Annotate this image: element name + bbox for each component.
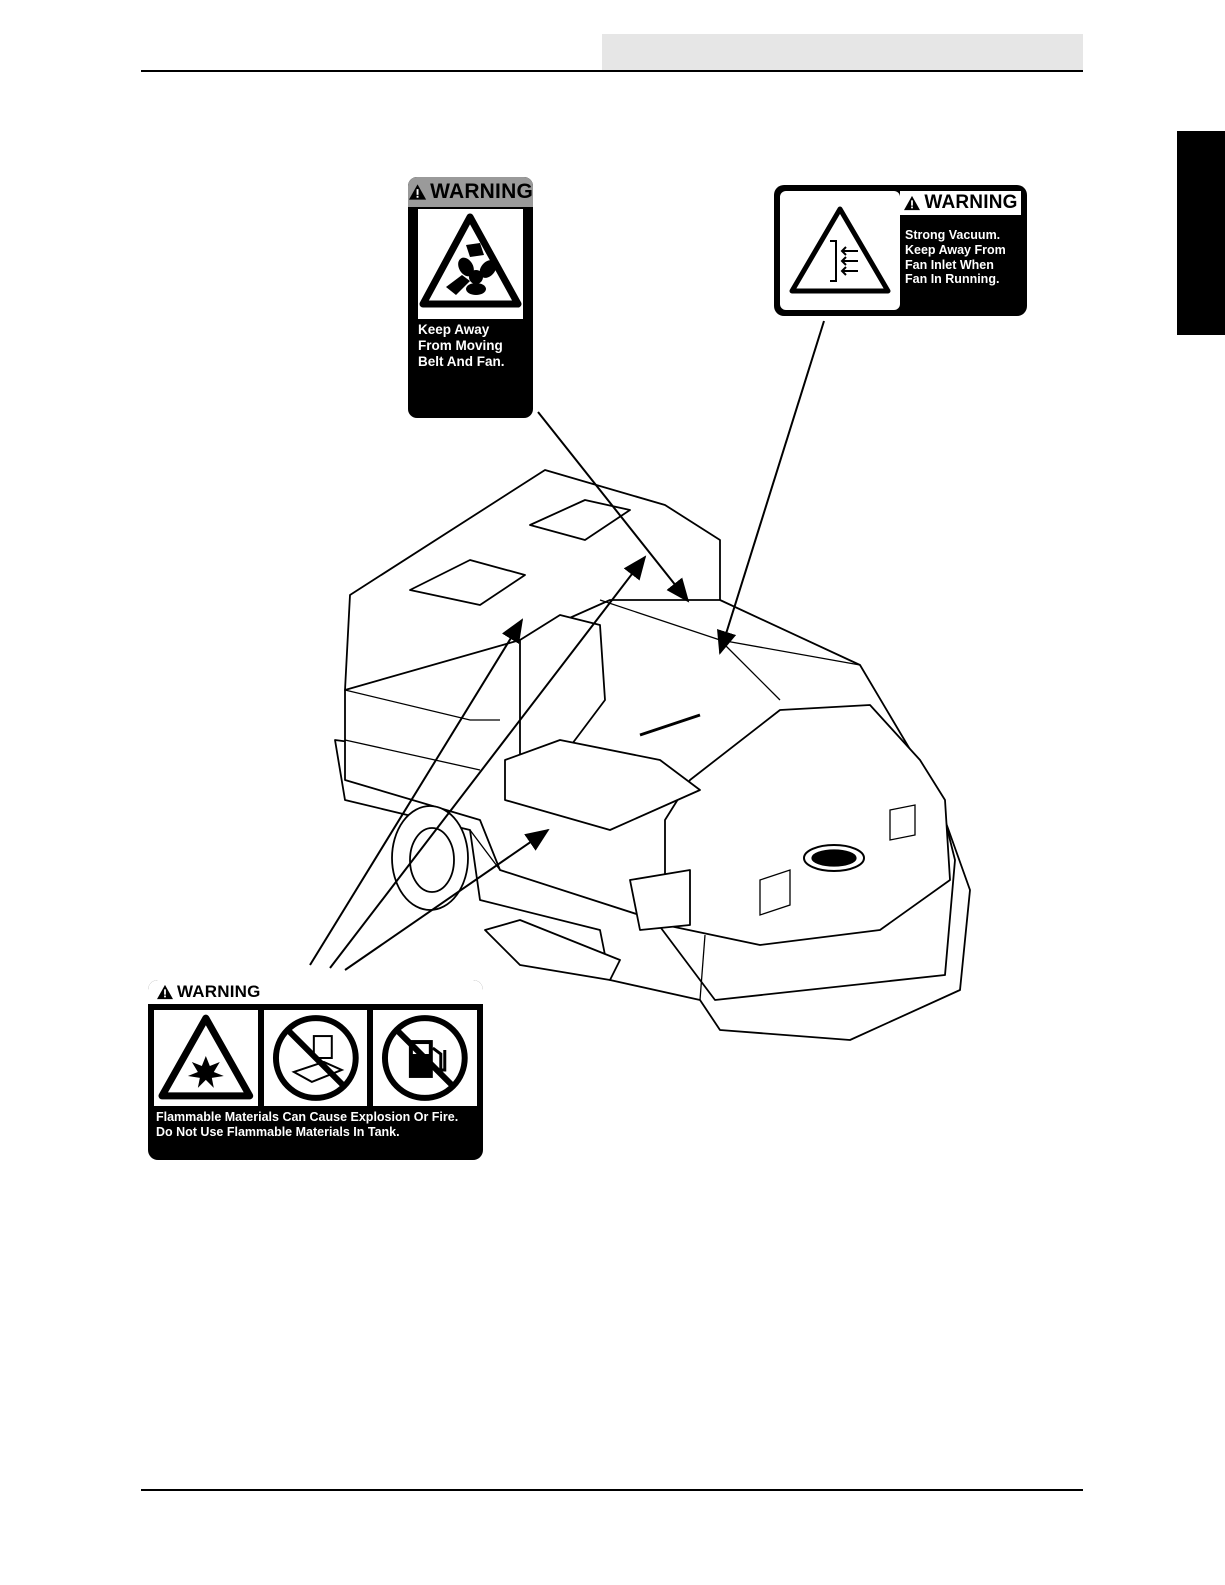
label-text: Flammable Materials Can Cause Explosion … bbox=[156, 1110, 458, 1140]
label-header: WARNING bbox=[408, 177, 533, 207]
explosion-icon bbox=[154, 1010, 258, 1106]
hand-fan-icon bbox=[418, 209, 523, 319]
label-header: WARNING bbox=[148, 980, 483, 1007]
warning-label-belt-fan: WARNING Keep Away From Moving Belt And F… bbox=[408, 177, 533, 418]
warning-label-flammable: WARNING Flammable bbox=[148, 980, 483, 1160]
label-heading: WARNING bbox=[430, 180, 533, 204]
label-text: Strong Vacuum. Keep Away From Fan Inlet … bbox=[905, 228, 1006, 287]
warning-triangle-icon bbox=[903, 195, 921, 211]
no-fuel-pump-icon bbox=[373, 1010, 477, 1106]
warning-label-vacuum: WARNING Strong Vacuum. Keep Away From Fa… bbox=[774, 185, 1027, 316]
label-heading: WARNING bbox=[177, 982, 261, 1002]
warning-triangle-icon bbox=[156, 984, 174, 1000]
label-header: WARNING bbox=[900, 191, 1021, 215]
label-heading: WARNING bbox=[924, 192, 1017, 214]
no-flammable-container-icon bbox=[264, 1010, 368, 1106]
vacuum-inlet-icon bbox=[780, 191, 900, 310]
footer-rule bbox=[141, 1489, 1083, 1491]
arrow-vacuum bbox=[720, 321, 824, 653]
warning-triangle-icon bbox=[408, 183, 427, 201]
label-text: Keep Away From Moving Belt And Fan. bbox=[418, 322, 505, 370]
